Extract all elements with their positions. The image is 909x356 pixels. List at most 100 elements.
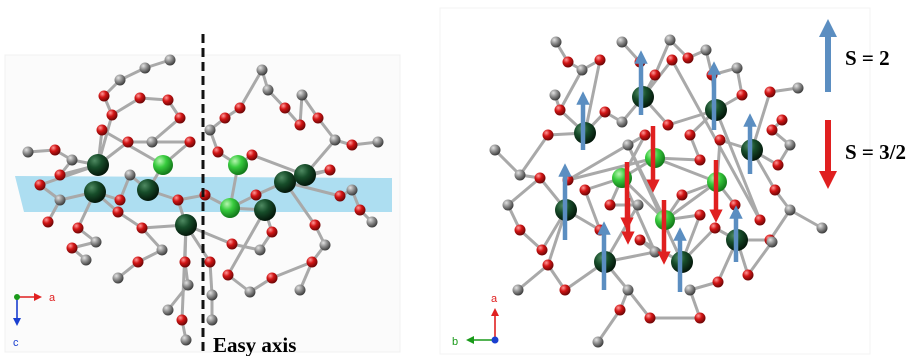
carbon-atom <box>329 134 341 146</box>
carbon-atom <box>346 184 358 196</box>
oxygen-atom <box>114 194 126 206</box>
spin-arrows <box>558 50 757 292</box>
mn-dark-atom <box>294 164 316 186</box>
mn-dark-atom <box>175 214 197 236</box>
oxygen-atom <box>666 54 678 66</box>
oxygen-atom <box>279 102 291 114</box>
right-atoms <box>489 34 828 348</box>
carbon-atom <box>319 239 331 251</box>
mn-light-atom <box>228 155 248 175</box>
left-axis-triad: a c <box>13 292 56 349</box>
bond <box>150 116 182 144</box>
carbon-atom <box>54 194 66 206</box>
bond <box>788 208 824 230</box>
mn-light-atom <box>220 198 240 218</box>
bond <box>518 133 550 177</box>
right-axis-triad: a b <box>452 293 499 348</box>
carbon-atom <box>766 236 778 248</box>
oxygen-atom <box>764 86 776 98</box>
bond <box>653 156 719 184</box>
oxygen-atom <box>162 94 174 106</box>
bond <box>493 148 522 177</box>
oxygen-atom <box>312 112 324 124</box>
carbon-atom <box>294 284 306 296</box>
oxygen-atom <box>346 139 358 151</box>
carbon-atom <box>22 146 34 158</box>
oxygen-atom <box>309 219 321 231</box>
oxygen-atom <box>266 272 278 284</box>
carbon-atom <box>514 169 526 181</box>
carbon-atom <box>622 284 634 296</box>
oxygen-atom <box>599 106 611 118</box>
oxygen-atom <box>714 134 726 146</box>
oxygen-atom <box>294 119 306 131</box>
oxygen-atom <box>334 190 346 202</box>
bond <box>506 176 542 207</box>
left-triad-horizontal-label: a <box>49 292 56 304</box>
left-atoms <box>22 54 384 346</box>
oxygen-atom <box>250 189 262 201</box>
oxygen-atom <box>72 222 84 234</box>
oxygen-atom <box>534 172 546 184</box>
carbon-atom <box>296 89 308 101</box>
oxygen-atom <box>106 109 118 121</box>
oxygen-atom <box>649 69 661 81</box>
oxygen-atom <box>54 169 66 181</box>
oxygen-atom <box>98 90 110 102</box>
carbon-atom <box>549 89 561 101</box>
carbon-atom <box>114 74 126 86</box>
oxygen-atom <box>729 199 741 211</box>
oxygen-atom <box>662 119 674 131</box>
carbon-atom <box>684 284 696 296</box>
bond <box>100 128 165 167</box>
carbon-atom <box>254 244 266 256</box>
oxygen-atom <box>204 256 216 268</box>
oxygen-atom <box>554 104 566 116</box>
oxygen-atom <box>604 199 616 211</box>
oxygen-atom <box>742 269 754 281</box>
oxygen-atom <box>542 129 554 141</box>
carbon-atom <box>90 236 102 248</box>
carbon-atom <box>256 64 268 76</box>
legend-label-s2: S = 2 <box>845 46 890 70</box>
bond <box>653 38 672 77</box>
carbon-atom <box>512 284 524 296</box>
oxygen-atom <box>562 56 574 68</box>
carbon-atom <box>616 116 628 128</box>
bond <box>663 180 719 222</box>
oxygen-atom <box>179 256 191 268</box>
bond <box>626 288 652 320</box>
carbon-atom <box>162 304 174 316</box>
carbon-atom <box>124 169 136 181</box>
oxygen-atom <box>174 112 186 124</box>
oxygen-atom <box>712 276 724 288</box>
oxygen-atom <box>176 314 188 326</box>
oxygen-atom <box>219 112 231 124</box>
carbon-atom <box>112 272 124 284</box>
bond <box>558 68 584 112</box>
bond <box>583 58 602 135</box>
oxygen-atom <box>266 226 278 238</box>
bond <box>626 143 684 264</box>
bond <box>596 308 622 344</box>
left-triad-vertical-label: c <box>13 337 19 349</box>
carbon-atom <box>592 336 604 348</box>
oxygen-atom <box>514 224 526 236</box>
carbon-atom <box>576 64 588 76</box>
oxygen-atom <box>736 89 748 101</box>
carbon-atom <box>139 62 151 74</box>
carbon-atom <box>206 289 218 301</box>
oxygen-atom <box>324 164 336 176</box>
carbon-atom <box>632 199 644 211</box>
easy-axis-label: Easy axis <box>213 333 296 356</box>
oxygen-atom <box>644 312 656 324</box>
mn-dark-atom <box>274 171 296 193</box>
mn-dark-atom <box>137 179 159 201</box>
carbon-atom <box>206 314 218 326</box>
bond <box>238 68 264 110</box>
oxygen-atom <box>136 222 148 234</box>
bond <box>516 263 550 292</box>
oxygen-atom <box>172 194 184 206</box>
oxygen-atom <box>306 256 318 268</box>
